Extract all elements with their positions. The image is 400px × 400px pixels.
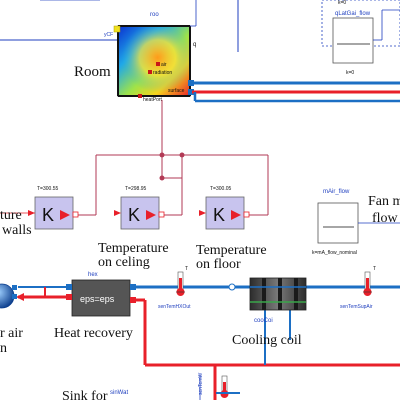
temp-wall-caption-1: ture bbox=[0, 208, 22, 223]
temp-ceiling-symbol: K bbox=[128, 205, 140, 225]
left-control-lines bbox=[0, 0, 118, 41]
room-port-surface: surface bbox=[168, 88, 185, 94]
mair-caption-1: Fan m bbox=[368, 194, 400, 209]
temp-floor-caption-1: Temperature bbox=[196, 243, 267, 258]
temp-ceiling-caption-2: on celing bbox=[98, 255, 150, 270]
sensor-sup-air-symbol: T bbox=[373, 266, 376, 272]
room-port-radiation: radiation bbox=[153, 70, 172, 76]
room-block[interactable]: roo yCF q air radiation surface heatPort… bbox=[74, 12, 196, 103]
room-heatport[interactable] bbox=[138, 94, 142, 98]
sink-caption: Sink for bbox=[62, 389, 108, 400]
air-caption-2: n bbox=[0, 341, 7, 356]
temp-wall-block[interactable]: T=300.55 K ture walls bbox=[0, 186, 79, 238]
temp-wall-value: T=300.55 bbox=[37, 186, 58, 192]
cooling-name: cooCoi bbox=[254, 318, 273, 324]
temp-ceiling-value: T=298.95 bbox=[125, 186, 146, 192]
mair-block[interactable]: mAir_flow k=mA_flow_nominal Fan m flow bbox=[312, 189, 400, 256]
sensor-hx-out-name: senTemHXOut bbox=[158, 304, 191, 310]
heat-recovery-block[interactable]: hex eps=eps Heat recovery bbox=[54, 272, 136, 341]
top-right-frames bbox=[237, 0, 400, 52]
room-port-ycf: yCF bbox=[104, 32, 113, 38]
sink-name: sinWat bbox=[110, 390, 128, 396]
heat-junction bbox=[159, 152, 165, 158]
temp-wall-symbol: K bbox=[42, 205, 54, 225]
mair-k: k=mA_flow_nominal bbox=[312, 250, 357, 256]
air-caption-1: r air bbox=[0, 326, 23, 341]
temp-floor-caption-2: on floor bbox=[196, 257, 241, 272]
temp-ceiling-caption-1: Temperature bbox=[98, 241, 169, 256]
temp-wall-caption-2: walls bbox=[2, 223, 32, 238]
air-source[interactable]: r air n bbox=[0, 283, 23, 356]
heat-junction bbox=[159, 175, 165, 181]
sensor-sup-air[interactable]: T senTemSupAir bbox=[340, 266, 376, 310]
room-port-heatport: heatPort bbox=[143, 97, 163, 103]
cooling-caption: Cooling coil bbox=[232, 333, 302, 348]
mair-name: mAir_flow bbox=[323, 189, 350, 195]
qlat-k: k=0 bbox=[346, 70, 354, 76]
temp-floor-value: T=300.05 bbox=[210, 186, 231, 192]
mair-caption-2: flow bbox=[372, 211, 399, 226]
room-pipes bbox=[188, 80, 400, 103]
room-port-q: q bbox=[193, 42, 196, 48]
temp-ceiling-block[interactable]: T=298.95 K Temperature on celing bbox=[98, 186, 169, 270]
room-port-air: air bbox=[161, 62, 167, 68]
temp-floor-block[interactable]: T=300.05 K Temperature on floor bbox=[196, 186, 267, 272]
sensor-hx-out[interactable]: T senTemHXOut bbox=[158, 266, 191, 310]
bottom-pipes bbox=[16, 285, 400, 400]
room-top-port[interactable] bbox=[113, 25, 121, 33]
room-right-lines bbox=[190, 0, 197, 27]
hex-caption: Heat recovery bbox=[54, 326, 133, 341]
sensor-water[interactable]: senTemW bbox=[198, 372, 240, 398]
room-radiation-port[interactable] bbox=[148, 70, 152, 74]
hex-text: eps=eps bbox=[80, 294, 115, 304]
sensor-sup-air-name: senTemSupAir bbox=[340, 304, 373, 310]
qlat-k-top: k=0 bbox=[338, 0, 346, 6]
sensor-hx-out-symbol: T bbox=[185, 266, 188, 272]
qlat-name: qLatGai_flow bbox=[335, 11, 371, 17]
heat-junction bbox=[179, 152, 185, 158]
room-air-port[interactable] bbox=[156, 62, 160, 66]
sink-label: Sink for sinWat bbox=[62, 389, 128, 400]
temp-floor-symbol: K bbox=[213, 205, 225, 225]
cooling-coil[interactable]: cooCoi Cooling coil bbox=[228, 277, 307, 348]
qlat-block[interactable]: k=0 qLatGai_flow k=0 bbox=[332, 0, 400, 76]
room-label: Room bbox=[74, 64, 111, 80]
sensor-water-name: senTemW bbox=[198, 372, 204, 395]
hex-name: hex bbox=[88, 272, 98, 278]
room-name: roo bbox=[150, 12, 159, 18]
